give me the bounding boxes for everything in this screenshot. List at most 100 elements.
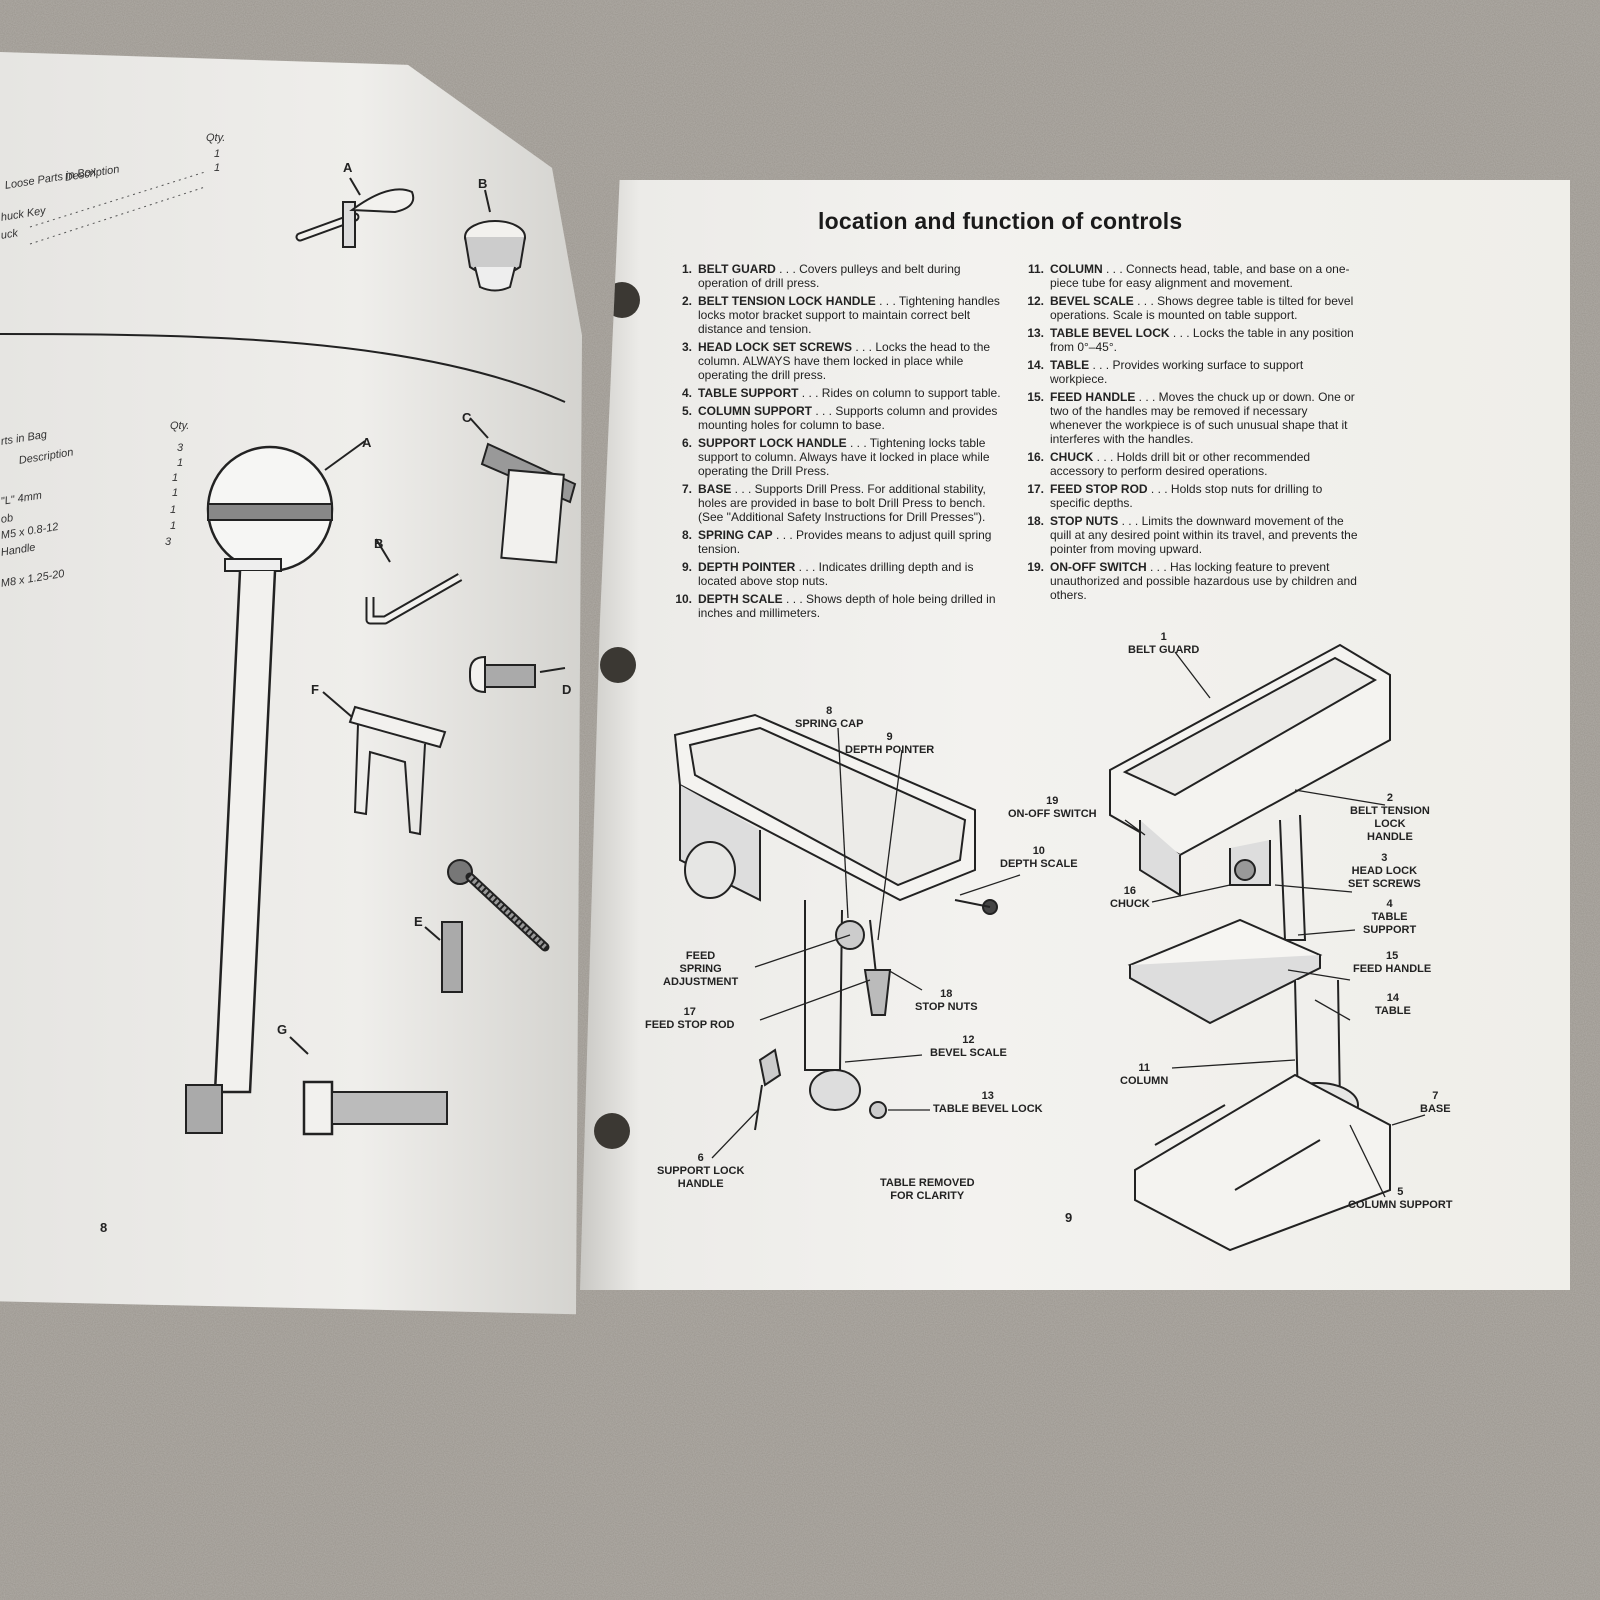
control-text: SPRING CAP . . . Provides means to adjus… [698, 528, 1010, 556]
control-name: COLUMN [1050, 262, 1103, 276]
control-description: . . . Supports column and provides mount… [698, 404, 998, 432]
bag-row-3-qty: 1 [172, 472, 179, 484]
control-item: 3. HEAD LOCK SET SCREWS . . . Locks the h… [670, 340, 1010, 382]
control-number: 19. [1027, 560, 1044, 574]
label-spring-cap: 8 SPRING CAP [795, 705, 864, 730]
bolt-drawing [302, 1080, 448, 1136]
label-feed-stop-rod: 17 FEED STOP ROD [645, 1006, 735, 1031]
chuck-drawing [464, 220, 526, 292]
label-belt-guard: 1 BELT GUARD [1128, 631, 1200, 656]
part-label-c: C [462, 410, 472, 425]
right-page: location and function of controls 1.BELT… [580, 180, 1570, 1290]
label-support-lock-handle: 6 SUPPORT LOCK HANDLE [657, 1152, 745, 1190]
control-description: . . . Holds stop nuts for drilling to sp… [1050, 482, 1323, 510]
part-label-f: F [311, 682, 319, 697]
controls-list-left: 1.BELT GUARD . . . Covers pulleys and be… [670, 262, 1010, 624]
label-table-removed: TABLE REMOVED FOR CLARITY [880, 1177, 975, 1202]
control-item: 5.COLUMN SUPPORT . . . Supports column a… [670, 404, 1010, 432]
callout-lines [711, 651, 1426, 1198]
control-number: 4. [681, 386, 692, 400]
spacer-drawing [480, 442, 577, 564]
feed-handle-drawing [185, 445, 334, 1134]
control-name: TABLE BEVEL LOCK [1050, 326, 1170, 340]
control-description: . . . Has locking feature to prevent una… [1050, 560, 1357, 602]
control-item: 17. FEED STOP ROD . . . Holds stop nuts f… [1022, 482, 1362, 510]
label-base: 7 BASE [1420, 1090, 1451, 1115]
box-row-1-qty: 1 [214, 148, 221, 160]
control-name: BELT GUARD [698, 262, 776, 276]
left-page-parts-drawing [0, 171, 577, 1136]
control-number: 14. [1027, 358, 1044, 372]
control-text: BEVEL SCALE . . . Shows degree table is … [1050, 294, 1362, 322]
control-name: CHUCK [1050, 450, 1094, 464]
control-name: HEAD LOCK SET SCREWS [698, 340, 853, 354]
control-number: 16. [1027, 450, 1044, 464]
control-number: 18. [1027, 514, 1044, 528]
control-name: COLUMN SUPPORT [698, 404, 812, 418]
part-label-b2: B [374, 536, 384, 551]
control-name: BEVEL SCALE [1050, 294, 1134, 308]
label-chuck: 16 CHUCK [1110, 885, 1150, 910]
control-description: . . . Moves the chuck up or down. One or… [1050, 390, 1355, 446]
drill-press-diagrams [673, 643, 1426, 1252]
label-depth-pointer: 9 DEPTH POINTER [845, 731, 935, 756]
part-label-e: E [414, 914, 423, 929]
control-text: ON-OFF SWITCH . . . Has locking feature … [1050, 560, 1362, 602]
control-item: 6.SUPPORT LOCK HANDLE . . . Tightening l… [670, 436, 1010, 478]
control-text: TABLE . . . Provides working surface to … [1050, 358, 1362, 386]
control-name: FEED STOP ROD [1050, 482, 1148, 496]
label-column: 11 COLUMN [1120, 1062, 1169, 1087]
controls-list-right: 11.COLUMN . . . Connects head, table, an… [1022, 262, 1362, 606]
screw-drawing [469, 655, 536, 694]
bag-row-6-qty: 1 [170, 520, 177, 532]
control-text: TABLE SUPPORT . . . Rides on column to s… [698, 386, 1001, 400]
part-label-a1: A [343, 160, 353, 175]
control-item: 15. FEED HANDLE . . . Moves the chuck up … [1022, 390, 1362, 446]
control-text: FEED HANDLE . . . Moves the chuck up or … [1050, 390, 1362, 446]
control-item: 12.BEVEL SCALE . . . Shows degree table … [1022, 294, 1362, 322]
label-table-support: 4 TABLE SUPPORT [1363, 898, 1417, 936]
control-item: 4. TABLE SUPPORT . . . Rides on column to… [670, 386, 1010, 400]
bracket-drawing [348, 705, 447, 836]
control-name: DEPTH SCALE [698, 592, 783, 606]
label-depth-scale: 10 DEPTH SCALE [1000, 845, 1078, 870]
control-number: 13. [1027, 326, 1044, 340]
control-number: 2. [681, 294, 692, 308]
control-name: STOP NUTS [1050, 514, 1119, 528]
left-page: Loose Parts in Box Description Qty. huck… [0, 52, 582, 1315]
control-item: 7.BASE . . . Supports Drill Press. For a… [670, 482, 1010, 524]
control-description: . . . Connects head, table, and base on … [1050, 262, 1350, 290]
control-number: 10. [675, 592, 692, 606]
control-text: FEED STOP ROD . . . Holds stop nuts for … [1050, 482, 1362, 510]
control-name: TABLE SUPPORT [698, 386, 799, 400]
control-text: HEAD LOCK SET SCREWS . . . Locks the hea… [698, 340, 1010, 382]
label-stop-nuts: 18 STOP NUTS [915, 988, 978, 1013]
bag-row-7-qty: 3 [165, 536, 172, 548]
control-description: . . . Tightening handles locks motor bra… [698, 294, 1000, 336]
part-label-a2: A [362, 435, 372, 450]
control-number: 3. [681, 340, 692, 354]
control-item: 9.DEPTH POINTER . . . Indicates drilling… [670, 560, 1010, 588]
control-text: COLUMN . . . Connects head, table, and b… [1050, 262, 1362, 290]
control-name: BASE [698, 482, 732, 496]
control-text: COLUMN SUPPORT . . . Supports column and… [698, 404, 1010, 432]
control-number: 17. [1027, 482, 1044, 496]
bag-qty-header: Qty. [170, 420, 190, 432]
control-number: 15. [1027, 390, 1044, 404]
control-number: 8. [681, 528, 692, 542]
control-description: . . . Covers pulleys and belt during ope… [698, 262, 961, 290]
control-item: 19. ON-OFF SWITCH . . . Has locking featu… [1022, 560, 1362, 602]
control-description: . . . Locks the table in any position fr… [1050, 326, 1354, 354]
binder-hole-bottom [594, 1113, 630, 1149]
control-name: SUPPORT LOCK HANDLE [698, 436, 847, 450]
page-title: location and function of controls [818, 208, 1183, 234]
control-name: ON-OFF SWITCH [1050, 560, 1147, 574]
control-text: BELT TENSION LOCK HANDLE . . . Tightenin… [698, 294, 1010, 336]
part-label-g: G [277, 1022, 288, 1037]
control-item: 14. TABLE . . . Provides working surface … [1022, 358, 1362, 386]
control-description: . . . Rides on column to support table. [798, 386, 1001, 400]
bag-row-4-qty: 1 [172, 487, 179, 499]
control-text: DEPTH POINTER . . . Indicates drilling d… [698, 560, 1010, 588]
box-row-2-qty: 1 [214, 162, 221, 174]
control-description: . . . Locks the head to the column. ALWA… [698, 340, 991, 382]
